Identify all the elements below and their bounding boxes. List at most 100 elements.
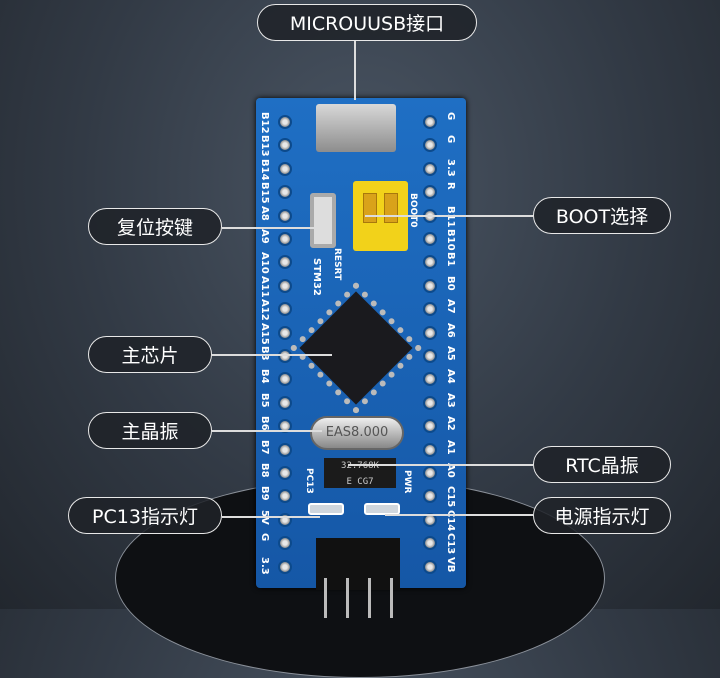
header-pin-B9 <box>278 489 292 504</box>
header-pin-A11 <box>278 278 292 293</box>
main-crystal: EAS8.000 <box>310 416 404 450</box>
header-pin <box>346 578 349 618</box>
header-pin-B3 <box>278 349 292 363</box>
pin-label: A11 <box>259 275 270 298</box>
pin-label: R <box>445 182 456 190</box>
header-pin-A10 <box>278 255 292 270</box>
pin-label: A12 <box>259 299 270 321</box>
header-pin-B13 <box>278 138 292 153</box>
callout-usb: MICROUUSB接口 <box>257 4 477 41</box>
pin-label: 5V <box>259 510 270 534</box>
header-pin-B1 <box>423 255 437 270</box>
swd-header <box>316 538 400 590</box>
reset-button <box>310 193 336 248</box>
header-pin <box>368 578 371 618</box>
pin-label: B15 <box>259 182 270 204</box>
pin-label: B7 <box>259 439 270 455</box>
header-pin-A9 <box>278 232 292 246</box>
stm-silkscreen: STM32 <box>311 258 322 296</box>
rtc-leader-line <box>348 464 533 466</box>
header-pin-C14 <box>423 512 437 527</box>
header-pin-A5 <box>423 349 437 363</box>
header-pin <box>390 578 393 618</box>
pin-label: B0 <box>445 275 456 291</box>
header-pin-G <box>423 138 437 153</box>
pin-label: A0 <box>445 463 456 478</box>
header-pin-B14 <box>278 161 292 176</box>
callout-crystal: 主晶振 <box>88 412 212 449</box>
pin-label: B10 <box>445 229 456 251</box>
callout-boot: BOOT选择 <box>533 197 671 234</box>
pin-label: C13 <box>445 533 456 555</box>
header-pin-B0 <box>423 278 437 293</box>
pin-label: A10 <box>259 252 270 275</box>
header-pin-C13 <box>423 536 437 551</box>
header-pin-G <box>278 536 292 551</box>
header-pin-A15 <box>278 325 292 340</box>
header-pin-C15 <box>423 489 437 504</box>
pin-label: A1 <box>445 439 456 455</box>
pin-label: A3 <box>445 392 456 408</box>
header-pin-A12 <box>278 302 292 317</box>
callout-rtc: RTC晶振 <box>533 446 671 483</box>
pin-label: A2 <box>445 416 456 431</box>
header-pin-3.3 <box>278 559 292 574</box>
reset-silkscreen: RESRT <box>332 248 342 281</box>
header-pin-B15 <box>278 185 292 200</box>
pin-label: A4 <box>445 369 456 385</box>
pin-label: B9 <box>259 486 270 501</box>
header-pin-A7 <box>423 302 437 317</box>
pin-label: B3 <box>259 346 270 370</box>
pin-label: B8 <box>259 463 270 478</box>
pin-label: G <box>445 112 456 121</box>
header-pin-A8 <box>278 208 292 223</box>
header-pin-A1 <box>423 442 437 457</box>
pin-label: 3.3 <box>445 158 456 177</box>
pin-label: G <box>259 533 270 542</box>
pin-label: B4 <box>259 369 270 384</box>
usb-leader-line <box>354 40 356 100</box>
header-pin-A0 <box>423 466 437 480</box>
pin-label: B11 <box>445 206 456 230</box>
callout-power: 电源指示灯 <box>533 497 671 534</box>
pin-label: VB <box>445 556 456 572</box>
pin-label: A8 <box>259 205 270 221</box>
header-pin-A2 <box>423 419 437 434</box>
header-pin-B5 <box>278 395 292 410</box>
header-pin-VB <box>423 559 437 574</box>
header-pin <box>324 578 327 618</box>
pin-label: A5 <box>445 346 456 361</box>
pin-label: A7 <box>445 299 456 314</box>
callout-mcu: 主芯片 <box>88 336 212 373</box>
crystal-leader-line <box>212 430 322 432</box>
header-pin-A3 <box>423 395 437 410</box>
pin-label: 3.3 <box>259 556 270 575</box>
pc13-silkscreen: PC13 <box>304 468 314 494</box>
header-pin-B12 <box>278 115 292 129</box>
power-led <box>364 503 400 515</box>
reset-leader-line <box>222 227 322 229</box>
header-pin-A4 <box>423 372 437 387</box>
pin-label: C15 <box>445 486 456 508</box>
header-pin-5V <box>278 512 292 527</box>
power-leader-line <box>385 514 533 516</box>
pwr-silkscreen: PWR <box>402 470 412 494</box>
pin-label: B5 <box>259 392 270 408</box>
pin-label: A6 <box>445 322 456 338</box>
rtc-label: 32.768K <box>341 461 379 471</box>
pc13-leader-line <box>222 516 320 518</box>
callout-pc13: PC13指示灯 <box>68 497 222 534</box>
header-pin-B6 <box>278 419 292 434</box>
header-pin-B8 <box>278 466 292 480</box>
micro-usb-connector <box>316 104 396 152</box>
pin-label: B6 <box>259 416 270 431</box>
pin-label: B13 <box>259 135 270 157</box>
header-pin-3.3 <box>423 161 437 176</box>
pin-label: B14 <box>259 158 270 181</box>
pin-label: A15 <box>259 322 270 345</box>
header-pin-B4 <box>278 372 292 387</box>
header-pin-B10 <box>423 232 437 246</box>
pin-label: A9 <box>259 229 270 244</box>
